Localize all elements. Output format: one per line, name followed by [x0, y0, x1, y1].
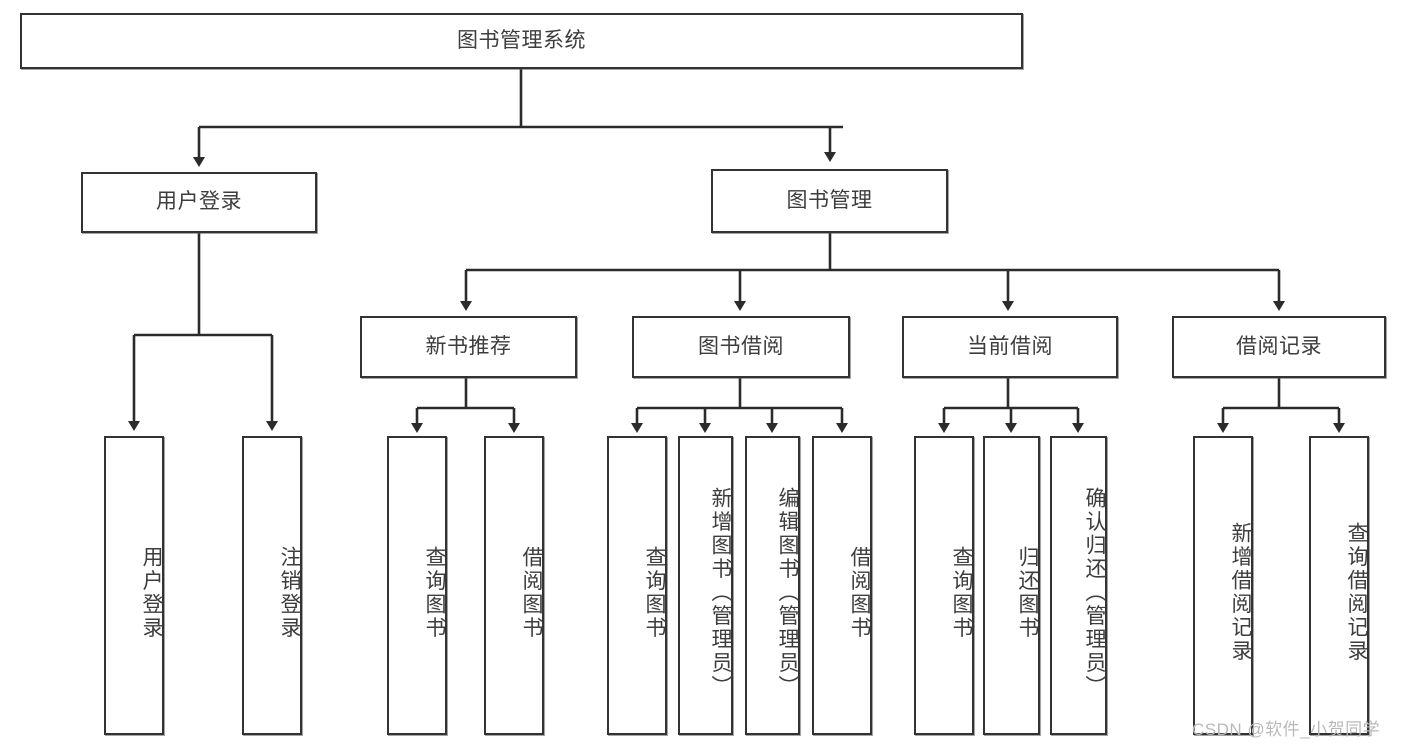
node-leaf-borrow-book-label: 借阅图书: [848, 545, 871, 640]
node-leaf-query-book-borrow-label: 查询图书: [643, 545, 666, 640]
node-leaf-confirm-return[interactable]: 确认归还（管理员）: [1050, 436, 1107, 735]
node-new-book-recommend[interactable]: 新书推荐: [360, 316, 577, 378]
node-root[interactable]: 图书管理系统: [20, 13, 1023, 69]
node-leaf-edit-book-label: 编辑图书（管理员）: [776, 486, 799, 699]
node-leaf-query-book-rec-label: 查询图书: [423, 545, 446, 640]
node-leaf-add-record-label: 新增借阅记录: [1229, 522, 1252, 663]
node-leaf-return-book-label: 归还图书: [1016, 545, 1039, 640]
node-leaf-query-book-current[interactable]: 查询图书: [914, 436, 974, 735]
node-leaf-query-book-current-label: 查询图书: [950, 545, 973, 640]
node-leaf-query-book-rec[interactable]: 查询图书: [387, 436, 447, 735]
node-root-label: 图书管理系统: [457, 28, 586, 52]
node-leaf-user-logout-label: 注销登录: [278, 545, 301, 640]
node-book-manage-label: 图书管理: [786, 188, 873, 212]
node-leaf-borrow-book-rec-label: 借阅图书: [520, 545, 543, 640]
node-leaf-return-book[interactable]: 归还图书: [983, 436, 1040, 735]
node-leaf-user-logout[interactable]: 注销登录: [242, 436, 302, 735]
node-borrow-record[interactable]: 借阅记录: [1172, 316, 1386, 378]
node-borrow-record-label: 借阅记录: [1236, 334, 1322, 358]
node-leaf-user-login[interactable]: 用户登录: [104, 436, 164, 735]
node-user-login-label: 用户登录: [156, 190, 242, 214]
node-new-book-recommend-label: 新书推荐: [425, 334, 512, 358]
node-leaf-query-record[interactable]: 查询借阅记录: [1309, 436, 1369, 735]
node-leaf-query-record-label: 查询借阅记录: [1345, 522, 1368, 663]
node-leaf-confirm-return-label: 确认归还（管理员）: [1083, 486, 1106, 699]
node-current-borrow-label: 当前借阅: [967, 334, 1053, 358]
node-leaf-add-book[interactable]: 新增图书（管理员）: [678, 436, 733, 735]
node-current-borrow[interactable]: 当前借阅: [902, 316, 1118, 378]
node-book-borrow-label: 图书借阅: [698, 334, 784, 358]
node-leaf-borrow-book-rec[interactable]: 借阅图书: [484, 436, 544, 735]
watermark: CSDN @软件_小贺同学: [1192, 720, 1381, 739]
node-leaf-add-record[interactable]: 新增借阅记录: [1193, 436, 1253, 735]
node-leaf-borrow-book[interactable]: 借阅图书: [812, 436, 872, 735]
node-leaf-query-book-borrow[interactable]: 查询图书: [607, 436, 667, 735]
node-leaf-add-book-label: 新增图书（管理员）: [709, 486, 732, 699]
node-book-borrow[interactable]: 图书借阅: [632, 316, 850, 378]
node-leaf-user-login-label: 用户登录: [140, 545, 163, 640]
node-user-login[interactable]: 用户登录: [81, 172, 317, 233]
node-leaf-edit-book[interactable]: 编辑图书（管理员）: [745, 436, 800, 735]
node-book-manage[interactable]: 图书管理: [711, 169, 948, 233]
